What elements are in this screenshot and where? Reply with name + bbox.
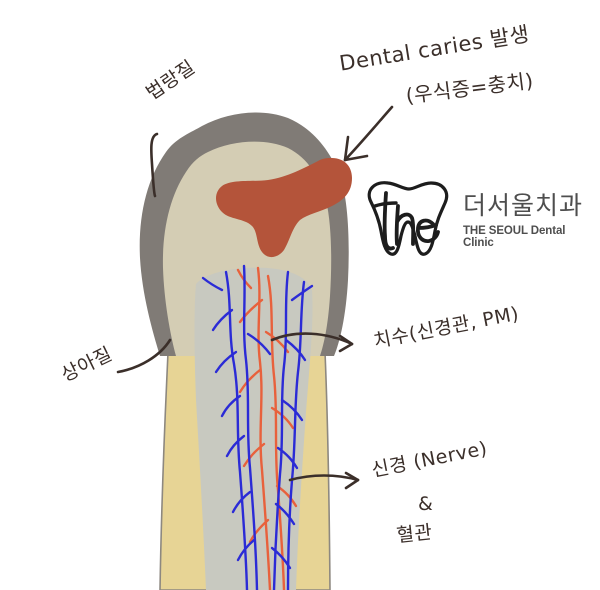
tooth-logo-icon xyxy=(367,181,449,256)
clinic-logo: 더서울치과 THE SEOUL Dental Clinic xyxy=(355,176,587,260)
logo-name-korean: 더서울치과 xyxy=(463,191,584,220)
pulp-arrow-head-icon xyxy=(338,334,354,353)
nerve-arrow-head-icon xyxy=(344,471,360,490)
pulp-leader-icon xyxy=(270,332,354,346)
caries-arrow-shaft-icon xyxy=(343,105,394,162)
dentin-leader-icon xyxy=(116,338,172,374)
nerve-leader-icon xyxy=(288,474,360,482)
enamel-leader-icon xyxy=(149,132,159,198)
nerve-lines xyxy=(201,264,314,590)
artery-lines xyxy=(236,266,298,590)
logo-wordmark: 더서울치과 THE SEOUL Dental Clinic xyxy=(463,192,587,249)
caries-arrow-head-icon xyxy=(343,135,369,162)
logo-name-english: THE SEOUL Dental Clinic xyxy=(463,224,566,249)
nerve-vessel-bundle xyxy=(201,264,314,590)
annotation-leaders xyxy=(116,105,394,490)
annotation-blood-vessel: 혈관 xyxy=(395,521,434,547)
annotation-ampersand: & xyxy=(418,493,434,515)
caries-lesion xyxy=(216,158,352,258)
